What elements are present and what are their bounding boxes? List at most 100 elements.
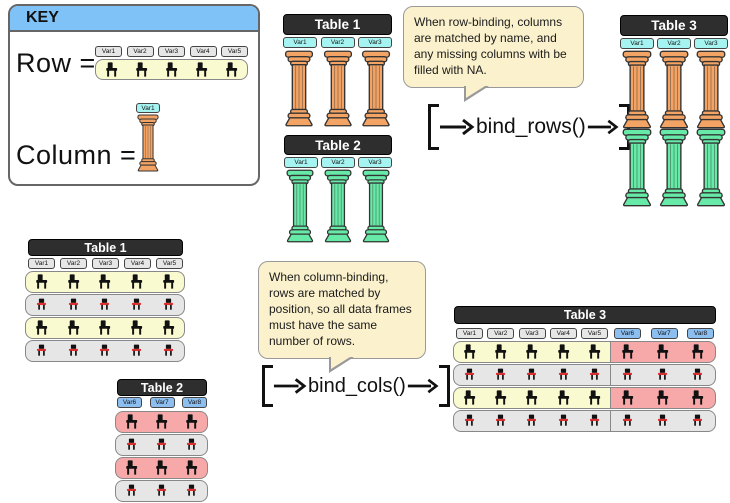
table-row xyxy=(115,457,208,479)
chair-icon xyxy=(155,484,168,497)
chair-icon xyxy=(154,414,169,429)
pillar-icon xyxy=(694,128,728,207)
table-row xyxy=(453,387,716,409)
chair-icon xyxy=(130,344,143,357)
chair-icon xyxy=(125,438,138,451)
var-label: Var2 xyxy=(487,328,515,339)
var-label: Var3 xyxy=(92,258,119,269)
var-label: Var1 xyxy=(456,328,483,339)
var-label: Var1 xyxy=(95,46,122,57)
chair-icon xyxy=(525,414,538,427)
pillar-icon xyxy=(620,50,654,129)
col-binding-note-text: When column-binding, rows are matched by… xyxy=(269,270,412,348)
table-row xyxy=(453,364,716,386)
bottom-table3-left-var-labels: Var1 Var2 Var3 Var4 Var5 xyxy=(456,328,608,339)
chair-icon xyxy=(35,298,48,311)
chair-icon xyxy=(129,274,144,289)
chair-icon xyxy=(124,414,139,429)
top-table1-var-labels: Var1 Var2 Var3 xyxy=(283,37,392,48)
left-bracket xyxy=(262,365,273,407)
chair-icon xyxy=(494,414,507,427)
chair-icon xyxy=(98,344,111,357)
chair-icon xyxy=(691,414,704,427)
chair-icon xyxy=(185,438,198,451)
bottom-table2-header: Table 2 xyxy=(117,379,207,396)
chair-icon xyxy=(185,484,198,497)
chair-icon xyxy=(557,368,570,381)
table-title: Table 1 xyxy=(314,17,361,32)
chair-icon xyxy=(162,344,175,357)
var-label: Var1 xyxy=(136,103,160,113)
var-label: Var2 xyxy=(60,258,87,269)
key-header: KEY xyxy=(10,6,258,32)
var-label: Var2 xyxy=(320,37,355,48)
table-row xyxy=(25,294,185,316)
var-label: Var5 xyxy=(156,258,183,269)
var-label: Var4 xyxy=(549,328,577,339)
table-row xyxy=(115,411,208,433)
chair-icon xyxy=(66,320,81,335)
table-title: Table 3 xyxy=(651,18,697,33)
row-right-segment xyxy=(609,341,716,363)
top-table2-pillars xyxy=(284,169,392,243)
chair-icon xyxy=(67,298,80,311)
bottom-table1-var-labels: Var1 Var2 Var3 Var4 Var5 xyxy=(28,258,183,269)
table-row xyxy=(453,341,716,363)
chair-icon xyxy=(620,390,635,405)
var-label: Var8 xyxy=(687,328,714,339)
pillar-icon xyxy=(284,169,316,243)
chair-icon xyxy=(463,414,476,427)
chair-icon xyxy=(691,368,704,381)
row-left-segment xyxy=(453,387,611,409)
pillar-icon xyxy=(620,128,654,207)
row-left-segment xyxy=(453,364,611,386)
col-binding-note-bubble: When column-binding, rows are matched by… xyxy=(258,261,426,373)
chair-icon xyxy=(656,414,669,427)
chair-icon xyxy=(66,274,81,289)
var-label: Var5 xyxy=(581,328,608,339)
bubble-tail xyxy=(329,356,354,373)
chair-icon xyxy=(224,62,239,77)
row-left-segment xyxy=(453,410,611,432)
var-label: Var2 xyxy=(321,157,355,168)
row-right-segment xyxy=(609,364,716,386)
pillar-icon xyxy=(283,50,315,127)
key-row-example xyxy=(95,59,248,80)
pillar-icon xyxy=(135,114,161,172)
key-title: KEY xyxy=(26,9,59,26)
top-table3-header: Table 3 xyxy=(620,15,728,36)
chair-icon xyxy=(587,390,602,405)
chair-icon xyxy=(493,390,508,405)
chair-icon xyxy=(97,274,112,289)
chair-icon xyxy=(524,390,539,405)
bind-rows-label: bind_rows() xyxy=(476,115,586,138)
pillar-icon xyxy=(657,50,691,129)
pillar-icon xyxy=(360,169,392,243)
pillar-icon xyxy=(322,169,354,243)
var-label: Var4 xyxy=(189,46,217,57)
chair-icon xyxy=(655,390,670,405)
key-row-var-labels: Var1 Var2 Var3 Var4 Var5 xyxy=(95,46,248,57)
table-row xyxy=(25,340,185,362)
var-label: Var3 xyxy=(694,38,728,49)
var-label: Var3 xyxy=(358,157,392,168)
chair-icon xyxy=(621,368,634,381)
chair-icon xyxy=(67,344,80,357)
chair-icon xyxy=(124,460,139,475)
var-label: Var2 xyxy=(657,38,691,49)
table-row xyxy=(25,271,185,293)
chair-icon xyxy=(525,368,538,381)
var-label: Var1 xyxy=(283,37,317,48)
top-table2-var-labels: Var1 Var2 Var3 xyxy=(284,157,392,168)
chair-icon xyxy=(493,344,508,359)
key-column-label: Column = xyxy=(16,140,137,170)
row-binding-note-bubble: When row-binding, columns are matched by… xyxy=(403,6,584,102)
top-table3-orange-pillars xyxy=(620,50,728,129)
chair-icon xyxy=(462,344,477,359)
row-right-segment xyxy=(609,387,716,409)
pillar-icon xyxy=(360,50,392,127)
chair-icon xyxy=(125,484,138,497)
var-label: Var6 xyxy=(117,397,142,408)
chair-icon xyxy=(494,368,507,381)
chair-icon xyxy=(194,62,209,77)
